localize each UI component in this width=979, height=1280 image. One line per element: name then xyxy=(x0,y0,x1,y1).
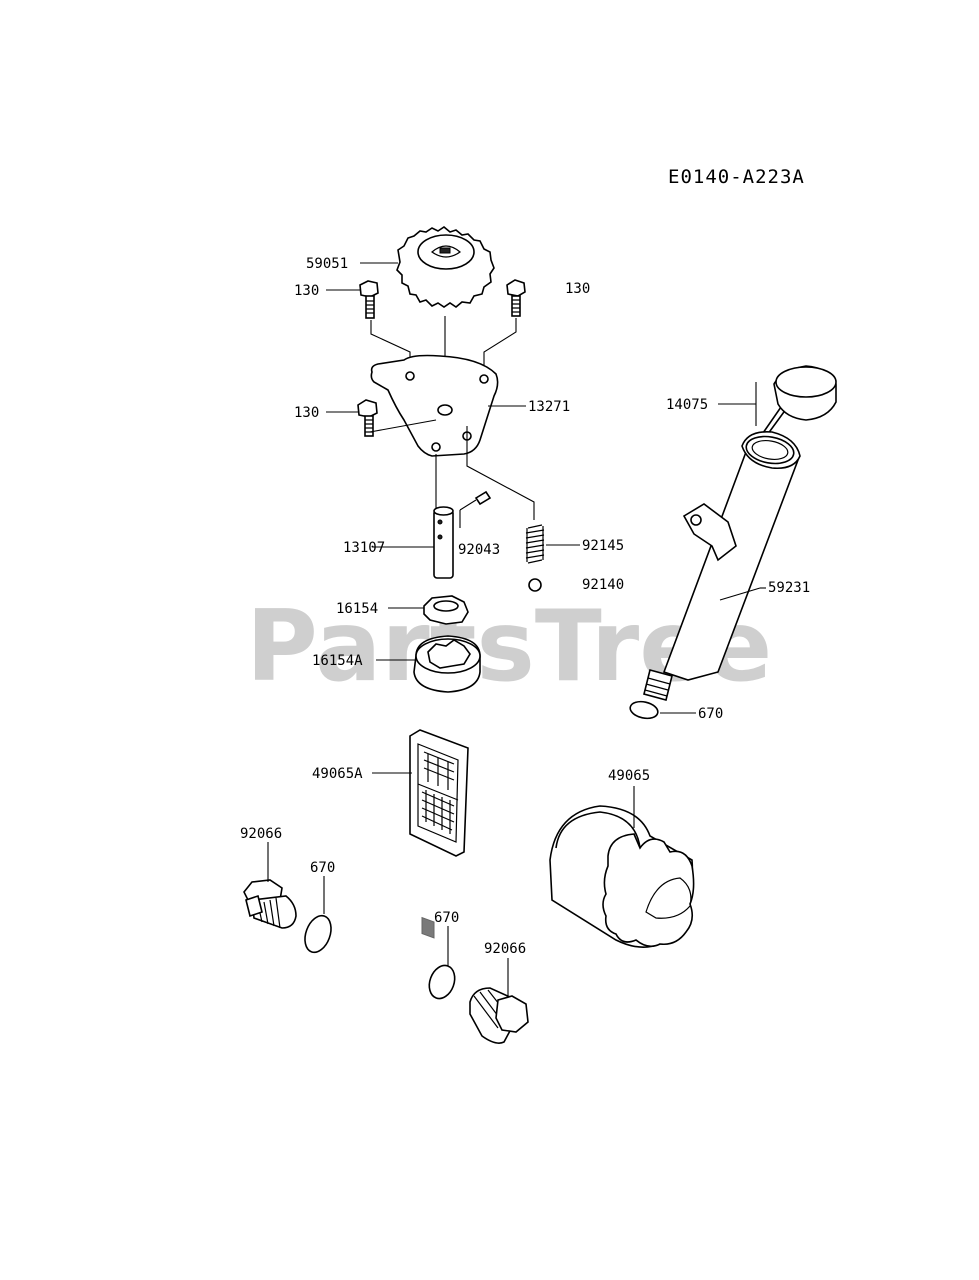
bolt-130-mid[interactable] xyxy=(357,399,378,437)
label-14075: 14075 xyxy=(666,397,708,413)
outer-rotor-16154A[interactable] xyxy=(413,635,481,693)
label-670-tube: 670 xyxy=(698,706,723,722)
label-49065: 49065 xyxy=(608,768,650,784)
shaft-13107[interactable] xyxy=(433,506,454,579)
spring-92145[interactable] xyxy=(525,524,545,564)
ball-92140[interactable] xyxy=(528,578,542,592)
label-670-left: 670 xyxy=(310,860,335,876)
dipstick-cap-14075[interactable] xyxy=(753,365,837,447)
gear-59051[interactable] xyxy=(396,226,495,308)
label-13107: 13107 xyxy=(343,540,385,556)
label-92140: 92140 xyxy=(582,577,624,593)
label-59231: 59231 xyxy=(768,580,810,596)
label-92145: 92145 xyxy=(582,538,624,554)
drain-plug-92066-center[interactable] xyxy=(469,987,529,1044)
label-670-center: 670 xyxy=(434,910,459,926)
bolt-130-left[interactable] xyxy=(359,280,379,319)
oil-filter-49065[interactable] xyxy=(549,805,695,948)
drain-plug-92066-left[interactable] xyxy=(243,879,297,929)
label-59051: 59051 xyxy=(306,256,348,272)
oil-tube-59231[interactable] xyxy=(643,430,801,701)
label-92066-left: 92066 xyxy=(240,826,282,842)
label-16154A: 16154A xyxy=(312,653,363,669)
label-92043: 92043 xyxy=(458,542,500,558)
plate-13271[interactable] xyxy=(370,354,499,457)
bolt-130-right[interactable] xyxy=(506,279,526,317)
label-130-right: 130 xyxy=(565,281,590,297)
label-130-mid: 130 xyxy=(294,405,319,421)
label-13271: 13271 xyxy=(528,399,570,415)
label-49065A: 49065A xyxy=(312,766,363,782)
oring-670-center[interactable] xyxy=(425,962,459,1002)
oring-670-left[interactable] xyxy=(300,912,336,956)
label-16154: 16154 xyxy=(336,601,378,617)
diagram-code: E0140-A223A xyxy=(668,166,805,188)
label-92066-center: 92066 xyxy=(484,941,526,957)
pin-92043[interactable] xyxy=(474,490,492,506)
screen-49065A[interactable] xyxy=(409,729,469,939)
tube-oring-670[interactable] xyxy=(629,699,660,720)
inner-rotor-16154[interactable] xyxy=(423,595,469,625)
label-130-left: 130 xyxy=(294,283,319,299)
